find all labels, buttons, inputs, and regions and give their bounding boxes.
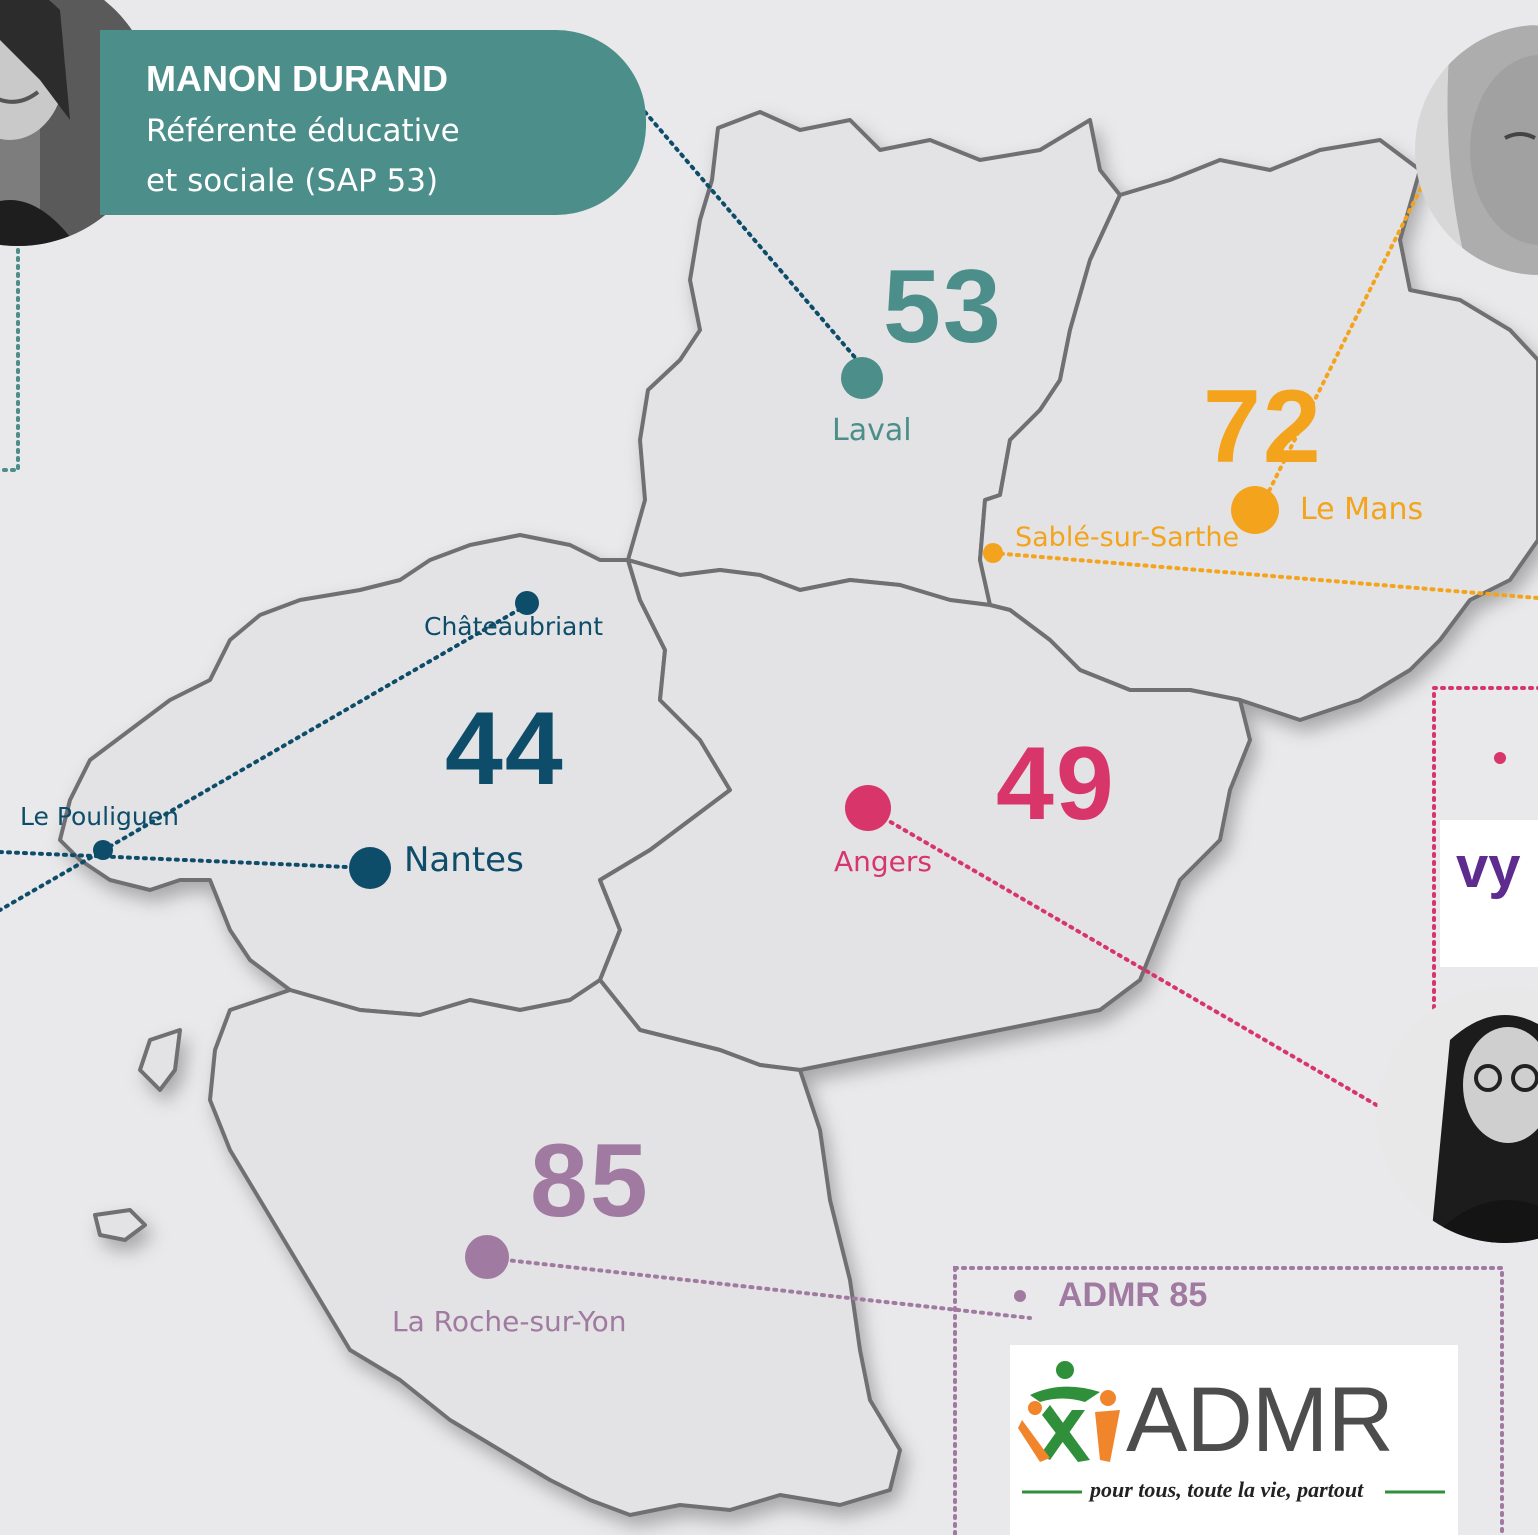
contact-role-line-1: Référente éducative [146,113,460,149]
contact-role-line-2: et sociale (SAP 53) [146,163,439,199]
marker-la-roche [465,1235,509,1279]
department-49-number: 49 [996,726,1116,842]
admr-frame [953,1266,1504,1535]
city-label-sable: Sablé-sur-Sarthe [1015,522,1240,553]
department-85-number: 85 [530,1123,650,1239]
marker-nantes [349,847,391,889]
island-noirmoutier [138,1028,182,1092]
city-label-le-mans: Le Mans [1300,492,1424,527]
marker-sable [983,543,1003,563]
city-label-nantes: Nantes [404,840,524,880]
connector-laval [643,110,872,377]
department-72-number: 72 [1203,369,1323,485]
admr-logo-box [1010,1345,1458,1535]
admr-title: ADMR 85 [1058,1276,1208,1314]
city-label-chateaubriant: Châteaubriant [424,612,604,641]
admr-slogan: pour tous, toute la vie, partout [1090,1477,1364,1502]
connector-angers [868,808,1387,1112]
vyv-logo-text: vy [1456,835,1521,900]
connector-sable [991,551,1538,600]
connector-nantes [0,850,372,870]
department-85-shape [208,978,902,1517]
department-72-shape [978,138,1538,722]
connector-chateaubriant [0,603,529,912]
connector-la-roche [486,1256,1032,1320]
bullet-dot-icon [1494,752,1506,764]
city-markers [93,357,1506,1302]
connector-tl-photo [0,248,20,472]
marker-le-mans [1231,486,1279,534]
region-map [58,110,1538,1517]
city-label-la-roche: La Roche-sur-Yon [392,1305,627,1338]
contact-name: MANON DURAND [146,58,448,99]
marker-angers [845,785,891,831]
bullet-dot-icon [1014,1290,1026,1302]
marker-chateaubriant [515,591,539,615]
island-yeu [93,1208,147,1242]
connector-le-mans [1260,168,1432,507]
department-49-shape [598,558,1252,1072]
city-label-le-pouliguen: Le Pouliguen [20,802,179,831]
department-53-number: 53 [883,249,1003,365]
connector-lines [0,110,1538,1320]
vyv-logo-box [1440,820,1538,967]
admr-logo-text: ADMR [1126,1369,1394,1471]
marker-le-pouliguen [93,840,113,860]
marker-laval [841,357,883,399]
contact-card [100,30,646,215]
admr-people-logo-icon [1018,1361,1120,1462]
city-label-angers: Angers [834,845,932,878]
city-label-laval: Laval [832,413,912,448]
department-44-number: 44 [445,691,565,807]
